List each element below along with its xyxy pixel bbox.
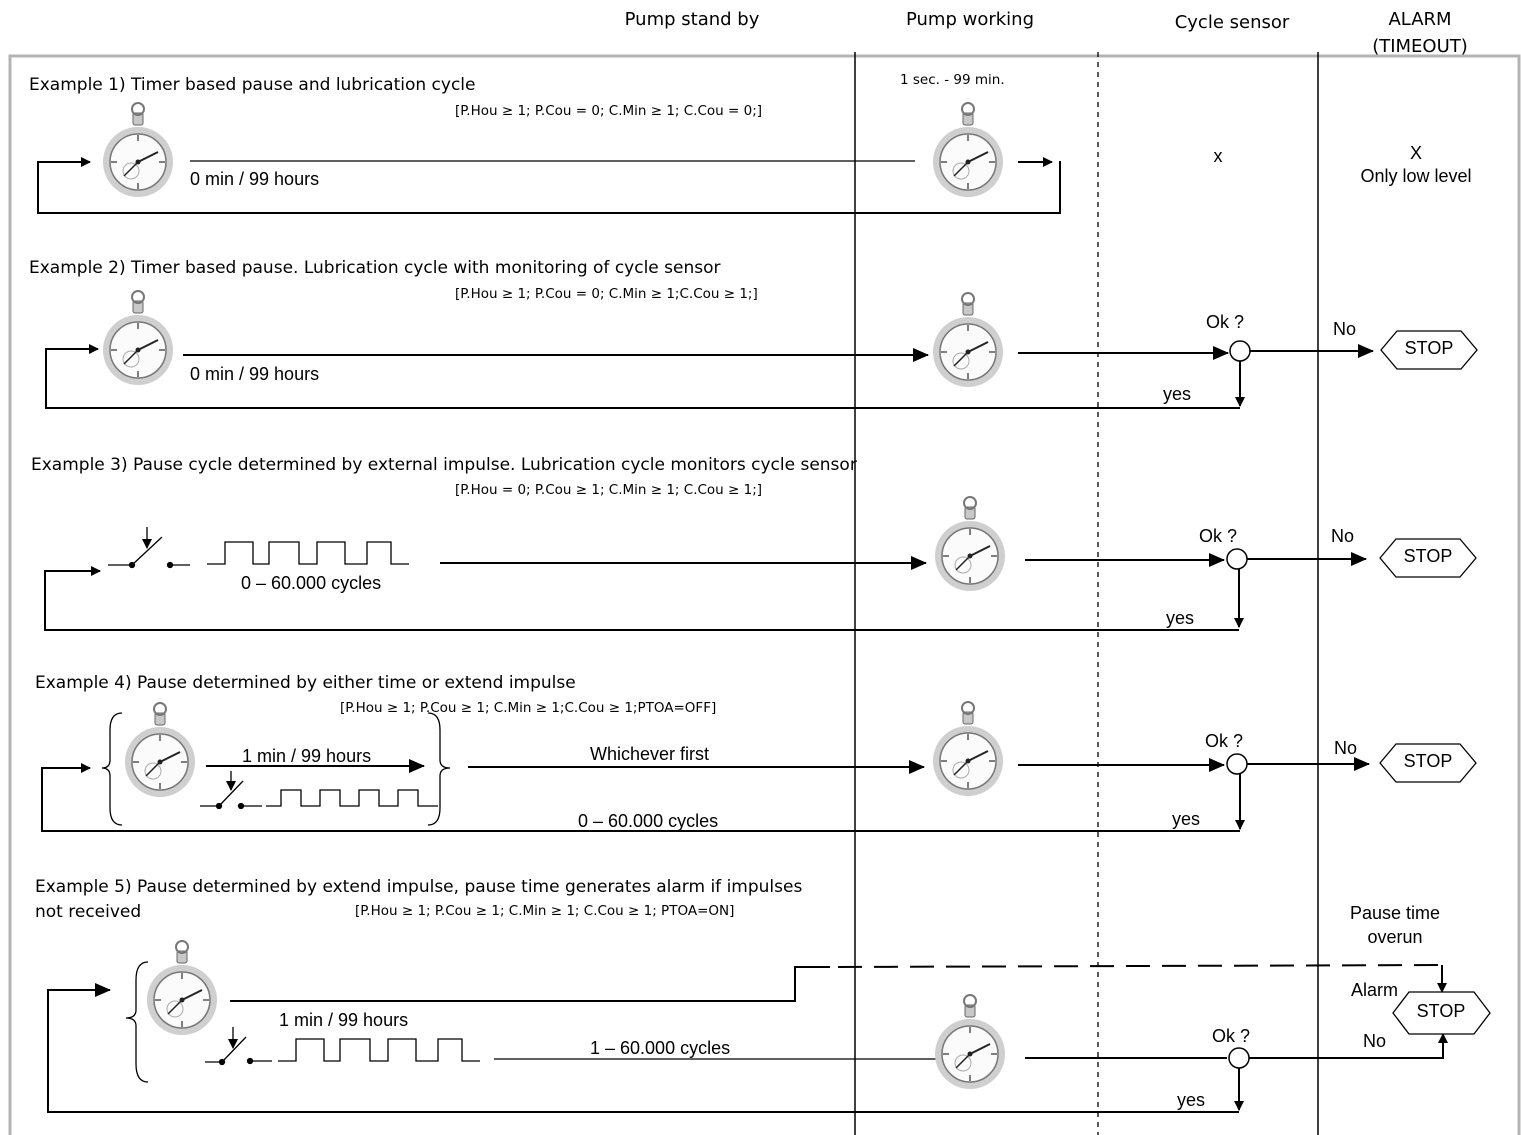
stop-box [1379,743,1477,783]
stop-box [1380,330,1478,370]
stopwatch-icon [102,102,174,198]
no-label: No [1331,526,1354,546]
example-3: Example 3) Pause cycle determined by ext… [31,455,1477,631]
example-2: Example 2) Timer based pause. Lubricatio… [29,258,1478,409]
example-1-params: [P.Hou ≥ 1; P.Cou = 0; C.Min ≥ 1; C.Cou … [455,103,762,119]
example-1-title: Example 1) Timer based pause and lubrica… [29,75,475,95]
no-label: No [1363,1031,1386,1051]
yes-label: yes [1177,1090,1205,1110]
pulse-icon [206,541,410,565]
example-4: Example 4) Pause determined by either ti… [35,673,1477,832]
header-pump-standby: Pump stand by [625,9,760,30]
sensor-mark: x [1214,146,1223,166]
outer-frame [8,54,1521,1135]
yes-label: yes [1166,608,1194,628]
example-3-title: Example 3) Pause cycle determined by ext… [31,455,857,475]
return-loop [45,344,1240,409]
stop-label: STOP [1404,546,1453,566]
example-5-title-line2: not received [35,902,141,922]
example-2-range: 0 min / 99 hours [190,364,319,384]
return-loop [37,157,1061,214]
alarm-note: Only low level [1360,166,1471,186]
return-loop [41,763,1240,832]
stopwatch-icon [932,701,1004,797]
example-5-params: [P.Hou ≥ 1; P.Cou ≥ 1; C.Min ≥ 1; C.Cou … [355,903,734,919]
example-1: Example 1) Timer based pause and lubrica… [29,72,1472,214]
example-5-cycles: 1 – 60.000 cycles [590,1038,730,1058]
example-4-params: [P.Hou ≥ 1; P.Cou ≥ 1; C.Min ≥ 1;C.Cou ≥… [340,700,716,716]
switch-icon [200,771,262,810]
ok-label: Ok ? [1199,526,1237,546]
ok-label: Ok ? [1205,731,1243,751]
stop-box [1392,991,1491,1035]
stopwatch-icon [146,940,218,1036]
right-brace [427,712,451,826]
example-4-time-range: 1 min / 99 hours [242,746,371,766]
stopwatch-icon [102,290,174,386]
example-3-params: [P.Hou = 0; P.Cou ≥ 1; C.Min ≥ 1; C.Cou … [455,482,762,498]
example-2-title: Example 2) Timer based pause. Lubricatio… [29,258,721,278]
overrun-label-line2: overun [1367,927,1422,947]
yes-label: yes [1163,384,1191,404]
return-loop [47,983,1239,1113]
decision-node [1228,1047,1250,1069]
example-1-range: 0 min / 99 hours [190,169,319,189]
header-cycle-sensor: Cycle sensor [1175,12,1290,33]
header-pump-working: Pump working [906,9,1034,30]
no-label: No [1333,319,1356,339]
stop-label: STOP [1417,1001,1466,1021]
overrun-label-line1: Pause time [1350,903,1440,923]
example-5: Example 5) Pause determined by extend im… [35,877,1491,1113]
alarm-mark: X [1410,143,1422,163]
stop-box [1379,538,1477,578]
switch-icon [108,527,190,569]
decision-node [1229,340,1251,362]
stopwatch-icon [934,994,1006,1090]
timeout-dashed-line [837,964,1443,968]
left-brace [101,712,123,826]
stopwatch-icon [932,292,1004,388]
stop-label: STOP [1405,338,1454,358]
example-5-title-line1: Example 5) Pause determined by extend im… [35,877,802,897]
no-label: No [1334,738,1357,758]
example-5-time-range: 1 min / 99 hours [279,1010,408,1030]
example-4-title: Example 4) Pause determined by either ti… [35,673,576,693]
pulse-icon [265,789,439,807]
left-brace [125,961,149,1083]
switch-icon [205,1027,272,1066]
header-alarm: ALARM [1388,9,1451,30]
ok-label: Ok ? [1206,312,1244,332]
example-1-work-range: 1 sec. - 99 min. [900,72,1005,88]
no-arrow [1249,1033,1448,1059]
example-4-cycles: 0 – 60.000 cycles [578,811,718,831]
decision-node [1226,753,1248,775]
example-3-range: 0 – 60.000 cycles [241,573,381,593]
header-alarm-timeout: (TIMEOUT) [1372,36,1468,57]
example-2-params: [P.Hou ≥ 1; P.Cou = 0; C.Min ≥ 1;C.Cou ≥… [455,286,758,302]
stop-label: STOP [1404,751,1453,771]
alarm-label: Alarm [1351,980,1398,1000]
yes-label: yes [1172,809,1200,829]
stopwatch-icon [934,496,1006,592]
stopwatch-icon [124,702,196,798]
ok-label: Ok ? [1212,1026,1250,1046]
decision-node [1226,548,1248,570]
timer-line [230,966,830,1002]
whichever-label: Whichever first [590,744,709,764]
pulse-icon [277,1038,481,1062]
return-loop [44,566,1239,631]
stopwatch-icon [932,102,1004,198]
